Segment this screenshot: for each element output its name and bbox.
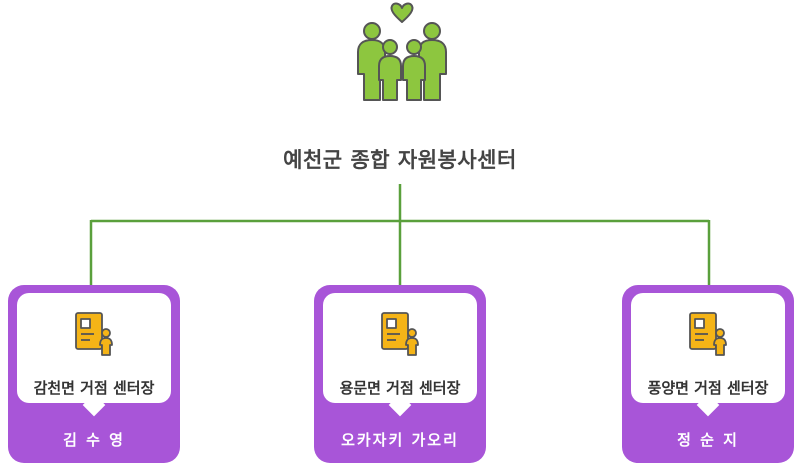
family-heart-icon: [357, 2, 447, 101]
org-title: 예천군 종합 자원봉사센터: [283, 148, 517, 172]
center-manager-name: 정 순 지: [677, 431, 739, 449]
center-manager-name: 오카자키 가오리: [341, 431, 459, 449]
center-title: 용문면 거점 센터장: [339, 379, 461, 397]
card-inner: 감천면 거점 센터장: [17, 293, 171, 417]
center-card-pungyang: 풍양면 거점 센터장 정 순 지: [622, 285, 794, 463]
document-person-icon: [75, 312, 113, 356]
center-manager-name: 김 수 영: [63, 431, 125, 449]
card-inner: 용문면 거점 센터장: [323, 293, 477, 417]
center-title: 감천면 거점 센터장: [33, 379, 155, 397]
document-person-icon: [689, 312, 727, 356]
card-inner: 풍양면 거점 센터장: [631, 293, 785, 417]
center-title: 풍양면 거점 센터장: [647, 379, 769, 397]
center-card-yongmun: 용문면 거점 센터장 오카자키 가오리: [314, 285, 486, 463]
center-card-gamcheon: 감천면 거점 센터장 김 수 영: [8, 285, 180, 463]
document-person-icon: [381, 312, 419, 356]
